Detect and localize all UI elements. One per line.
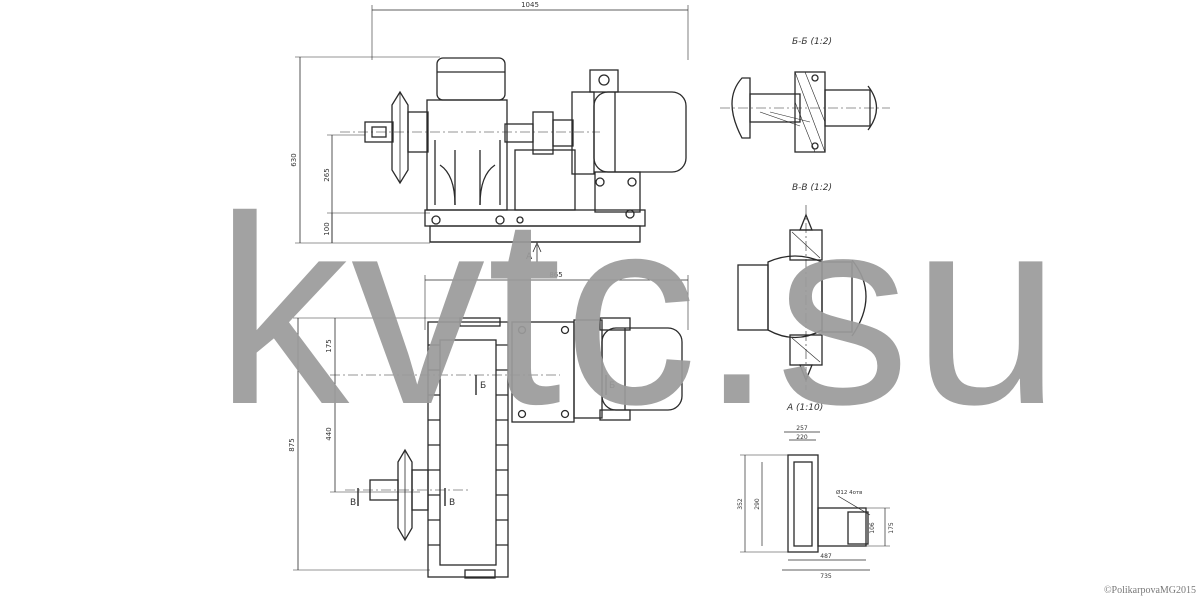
section-v-title: В-В (1:2) [792, 183, 832, 193]
section-b-title: Б-Б (1:2) [792, 37, 832, 47]
section-b-b [720, 71, 890, 153]
dim-a-hole-note: Ø12 4отв [836, 489, 862, 496]
dim-a-bottom-outer: 735 [820, 573, 832, 580]
dim-shaft-height: 265 [323, 168, 331, 181]
dim-a-top-inner: 220 [796, 434, 808, 441]
dim-a-right-width: 175 [888, 522, 895, 534]
view-a-title: A (1:10) [786, 403, 823, 413]
copyright-notice: ©PolikarpovaMG2015 [1103, 585, 1196, 596]
cut-mark-v-left: В [350, 498, 356, 508]
cut-mark-b-right: Б [609, 381, 615, 391]
dim-plan-width: 865 [549, 271, 562, 279]
section-v-v [737, 205, 867, 390]
dim-a-right-small: 106 [869, 522, 876, 534]
plan-view [293, 275, 689, 579]
dim-a-left-inner: 290 [754, 498, 761, 510]
dim-a-bottom-inner: 487 [820, 553, 832, 560]
view-a [740, 431, 890, 571]
view-arrow-label: A [526, 252, 533, 262]
dim-base-height: 100 [323, 222, 331, 235]
dim-overall-depth: 875 [288, 438, 296, 451]
front-view [295, 5, 689, 262]
cut-mark-v-right: В [449, 498, 455, 508]
dim-upper-offset: 175 [325, 339, 333, 352]
watermark: kvtc.su [215, 160, 1063, 460]
dim-a-left-outer: 352 [737, 498, 744, 510]
cut-mark-b-left: Б [480, 381, 486, 391]
dim-a-top-outer: 257 [796, 425, 808, 432]
dim-overall-height: 630 [290, 153, 298, 166]
dim-overall-width: 1045 [521, 1, 539, 9]
dim-middle-offset: 440 [325, 427, 333, 440]
